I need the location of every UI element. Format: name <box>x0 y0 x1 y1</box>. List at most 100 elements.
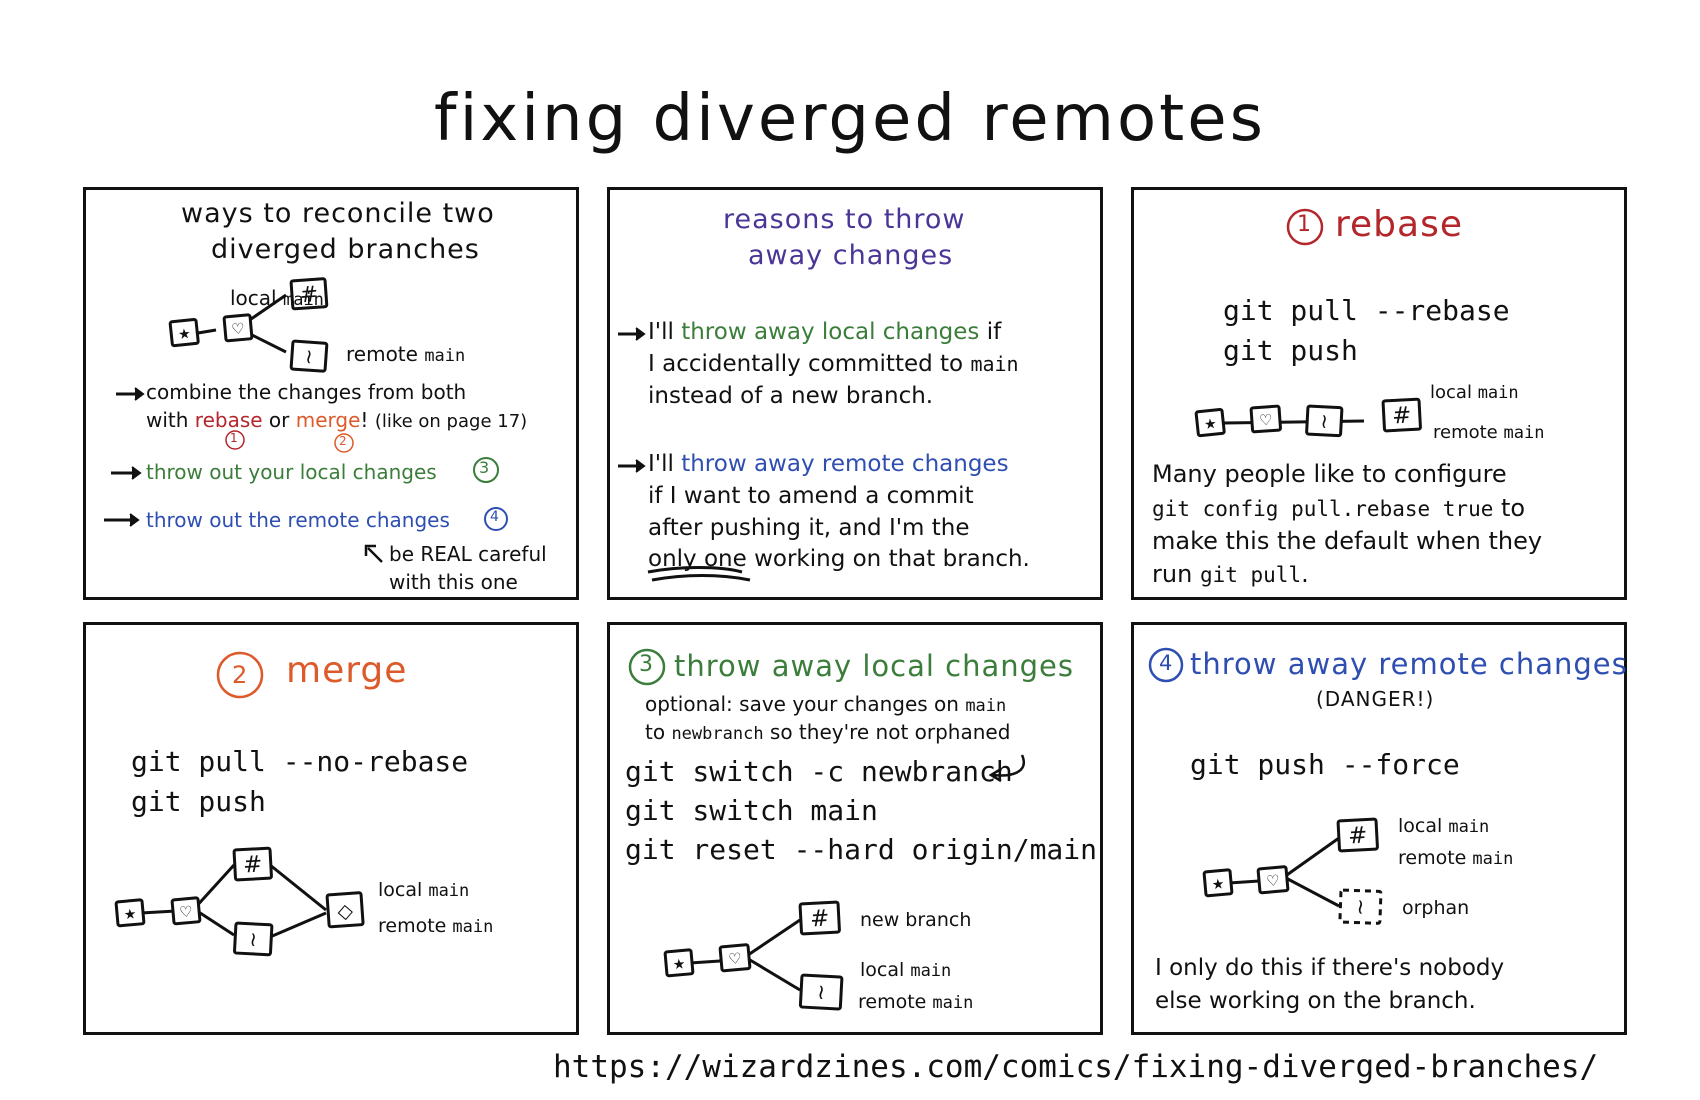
merge-header-decor <box>216 651 264 699</box>
panel-title-line2: away changes <box>748 240 954 271</box>
throw-local-header-decor <box>628 648 1025 783</box>
panel-throw-away-remote: 4 throw away remote changes (DANGER!) gi… <box>1131 622 1627 1035</box>
panel-title: throw away local changes <box>674 649 1074 683</box>
label-local: local main <box>378 879 470 901</box>
svg-text:≀: ≀ <box>817 980 826 1004</box>
reason-2-line2: if I want to amend a commit <box>648 483 974 509</box>
reason-1-line3: instead of a new branch. <box>648 383 934 409</box>
panel-throw-away-local: 3 throw away local changes optional: sav… <box>607 622 1103 1035</box>
para-line1: Many people like to configure <box>1152 460 1507 488</box>
svg-text:★: ★ <box>1211 876 1225 893</box>
heart-icon: ♡ <box>222 313 254 343</box>
combine-line2: with rebase or merge! (like on page 17) <box>146 408 528 432</box>
star-icon: ★ <box>114 898 146 928</box>
optional-line2: to newbranch so they're not orphaned <box>645 720 1011 744</box>
label-orphan: orphan <box>1402 897 1470 919</box>
para-line3: make this the default when they <box>1152 527 1543 555</box>
reason-2-line3: after pushing it, and I'm the <box>648 515 970 541</box>
code-line-1: git pull --no-rebase <box>131 745 469 778</box>
para-line2: git config pull.rebase true to <box>1152 494 1526 522</box>
rebase-header-decor <box>1286 208 1324 246</box>
code-line-1: git push --force <box>1190 748 1460 781</box>
panel-rebase: 1 rebase git pull --rebase git push ★ ♡ … <box>1131 187 1627 600</box>
svg-text:★: ★ <box>672 956 686 973</box>
label-local: local main <box>1430 382 1519 403</box>
star-icon: ★ <box>1202 868 1234 898</box>
merge-word: merge <box>295 408 361 432</box>
label-local: local main <box>860 959 952 981</box>
heart-icon: ♡ <box>1249 404 1282 434</box>
panel-title-line1: reasons to throw <box>723 204 966 235</box>
heart-icon: ♡ <box>170 896 202 926</box>
svg-text:♡: ♡ <box>231 319 246 338</box>
panel-title-line2: diverged branches <box>211 234 480 265</box>
svg-text:♡: ♡ <box>179 902 194 921</box>
svg-text:♡: ♡ <box>728 949 743 968</box>
number-2-badge: 2 <box>232 661 248 689</box>
panel-title: rebase <box>1335 204 1463 245</box>
number-3-badge: 3 <box>479 458 490 477</box>
rebase-diagram: ★ ♡ ≀ # <box>1194 397 1422 438</box>
diamond-icon: ◇ <box>325 891 365 929</box>
svg-text:★: ★ <box>123 906 137 923</box>
squiggle-icon: ≀ <box>1338 888 1383 925</box>
throw-remote-diagram: ★ ♡ # ≀ <box>1202 817 1383 925</box>
star-icon: ★ <box>168 317 200 348</box>
panel-reasons: reasons to throw away changes I'll throw… <box>607 187 1103 600</box>
source-url[interactable]: https://wizardzines.com/comics/fixing-di… <box>553 1049 1599 1085</box>
label-remote: remote main <box>378 915 494 937</box>
only-one-emphasis: only one <box>648 546 747 572</box>
reason-1-line1: I'll throw away local changes if <box>648 319 1002 345</box>
svg-text:≀: ≀ <box>1356 895 1365 919</box>
note-line2: else working on the branch. <box>1155 988 1476 1014</box>
danger-warning: (DANGER!) <box>1316 687 1435 711</box>
label-local: local main <box>230 286 324 310</box>
code-line-2: git switch main <box>625 794 878 827</box>
label-remote: remote main <box>858 991 974 1013</box>
svg-text:#: # <box>1392 403 1413 430</box>
panel-title: throw away remote changes <box>1190 647 1628 681</box>
code-line-3: git reset --hard origin/main <box>625 833 1098 866</box>
branch-diagram: ★ ♡ # ≀ <box>104 277 508 563</box>
heart-icon: ♡ <box>1256 865 1290 895</box>
rebase-word: rebase <box>194 408 263 432</box>
hash-icon: # <box>289 277 329 311</box>
hash-icon: # <box>798 900 841 936</box>
star-icon: ★ <box>663 948 695 978</box>
para-line4: run git pull. <box>1152 560 1309 588</box>
hash-icon: # <box>1381 397 1422 433</box>
svg-text:≀: ≀ <box>249 927 258 951</box>
star-icon: ★ <box>1194 407 1226 438</box>
code-line-2: git push <box>1223 334 1358 367</box>
number-1-badge: 1 <box>230 431 238 445</box>
combine-line1: combine the changes from both <box>146 380 467 404</box>
panel-title: merge <box>286 650 408 691</box>
code-line-1: git pull --rebase <box>1223 294 1510 327</box>
svg-text:#: # <box>1348 822 1369 849</box>
label-remote: remote main <box>1433 422 1545 443</box>
careful-note-line1: be REAL careful <box>389 542 547 566</box>
svg-text:#: # <box>810 905 831 932</box>
number-2-badge: 2 <box>339 434 347 448</box>
hash-icon: # <box>232 846 273 882</box>
optional-line1: optional: save your changes on main <box>645 692 1007 716</box>
squiggle-icon: ≀ <box>798 973 844 1011</box>
number-4-badge: 4 <box>490 509 499 525</box>
squiggle-icon: ≀ <box>233 921 274 957</box>
svg-text:★: ★ <box>177 326 191 343</box>
reason-arrows <box>618 327 751 582</box>
page-title: fixing diverged remotes <box>434 82 1266 156</box>
squiggle-icon: ≀ <box>289 339 329 373</box>
throw-remote-option: throw out the remote changes <box>146 508 450 532</box>
careful-note-line2: with this one <box>389 570 518 594</box>
label-local: local main <box>1398 815 1490 837</box>
throw-local-diagram: ★ ♡ # ≀ <box>663 900 844 1011</box>
svg-text:≀: ≀ <box>1320 409 1329 433</box>
heart-icon: ♡ <box>718 943 752 973</box>
squiggle-icon: ≀ <box>1305 404 1344 438</box>
panel-merge: 2 merge git pull --no-rebase git push ★ … <box>83 622 579 1035</box>
panel-title-line1: ways to reconcile two <box>181 198 495 229</box>
svg-text:#: # <box>299 282 319 308</box>
label-remote: remote main <box>1398 847 1514 869</box>
panel-ways-to-reconcile: ways to reconcile two diverged branches … <box>83 187 579 600</box>
